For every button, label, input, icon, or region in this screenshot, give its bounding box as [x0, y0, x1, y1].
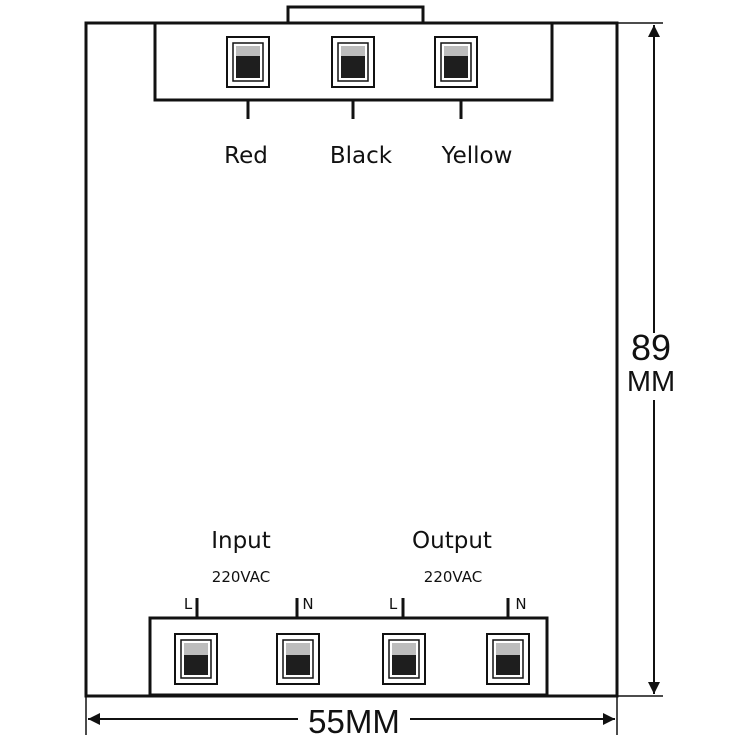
width-value: 55MM — [308, 703, 400, 740]
label-input-voltage: 220VAC — [212, 568, 270, 586]
top-terminal-yellow — [434, 36, 478, 119]
device-body — [84, 21, 619, 698]
bottom-terminal-output-l — [382, 633, 426, 685]
label-output-n: N — [515, 595, 526, 613]
label-output-l: L — [389, 595, 398, 613]
width-dimension: 55MM — [85, 696, 618, 740]
label-input-n: N — [302, 595, 313, 613]
label-input-l: L — [184, 595, 193, 613]
top-terminal-black — [331, 36, 375, 119]
label-output-voltage: 220VAC — [424, 568, 482, 586]
top-terminal-red — [226, 36, 270, 119]
label-output: Output — [412, 528, 492, 554]
bottom-terminal-input-n — [276, 633, 320, 685]
label-input: Input — [211, 528, 271, 554]
height-unit: MM — [627, 366, 675, 398]
label-yellow: Yellow — [441, 143, 513, 169]
height-dimension: 89 MM — [617, 22, 675, 697]
label-black: Black — [330, 143, 393, 169]
height-value: 89 — [631, 327, 671, 368]
label-red: Red — [224, 143, 268, 169]
bottom-terminal-output-n — [486, 633, 530, 685]
bottom-terminal-input-l — [174, 633, 218, 685]
top-tab — [286, 5, 425, 25]
